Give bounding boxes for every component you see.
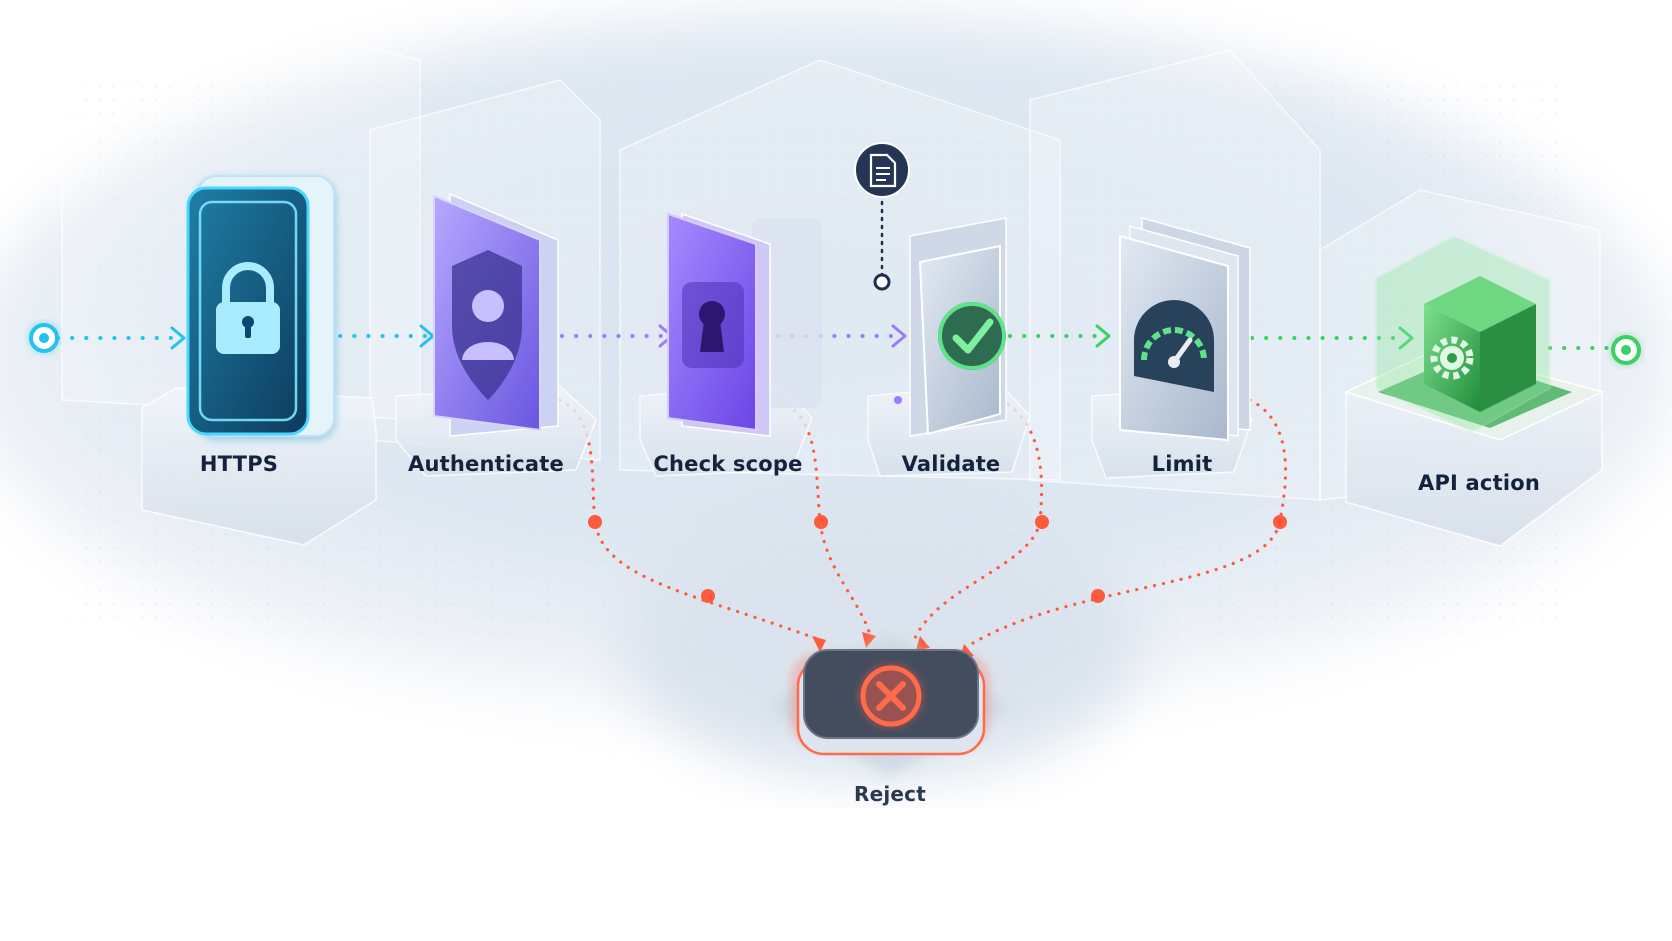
- label-reject: Reject: [853, 782, 927, 806]
- check-circle-icon: [938, 302, 1006, 370]
- document-icon: [869, 153, 897, 188]
- lock-icon: [216, 262, 280, 354]
- label-limit: Limit: [1151, 452, 1213, 476]
- end-point: [1610, 334, 1642, 366]
- x-circle-icon: [859, 664, 923, 728]
- start-point: [28, 322, 60, 354]
- user-shield-icon: [452, 250, 522, 400]
- node-api-action: [1343, 235, 1605, 547]
- reject-path-markers: [588, 515, 1287, 603]
- label-https: HTTPS: [199, 452, 279, 476]
- label-validate: Validate: [901, 452, 1001, 476]
- node-limit: [1091, 217, 1253, 479]
- flow-connectors: [56, 324, 1610, 350]
- label-authenticate: Authenticate: [408, 452, 564, 476]
- node-https: [141, 175, 377, 546]
- node-reject: [770, 636, 1010, 776]
- label-api-action: API action: [1417, 471, 1541, 495]
- annotation-marker: [854, 142, 910, 291]
- node-validate: [867, 217, 1031, 477]
- node-check-scope: [639, 212, 822, 477]
- gear-cube-icon: [1424, 276, 1536, 412]
- label-check-scope: Check scope: [653, 452, 803, 476]
- gauge-icon: [1134, 300, 1214, 392]
- node-authenticate: [395, 192, 597, 477]
- keyhole-icon: [682, 282, 744, 368]
